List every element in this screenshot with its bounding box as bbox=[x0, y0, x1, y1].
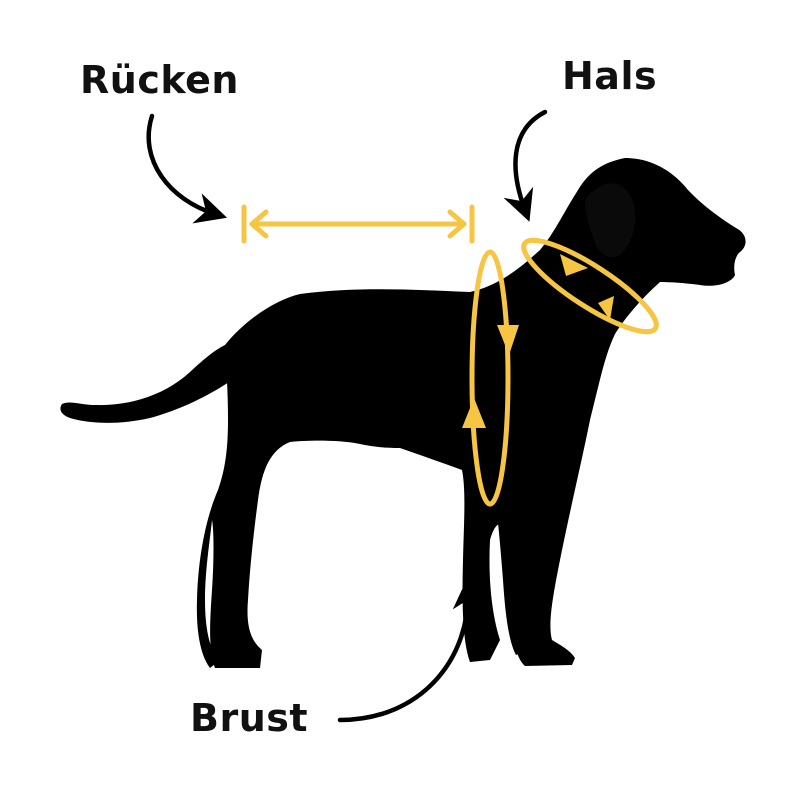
chest-label: Brust bbox=[190, 696, 309, 740]
neck-loop-measure bbox=[521, 237, 659, 335]
back-label: Rücken bbox=[80, 58, 239, 102]
chest-loop-up-arrowhead bbox=[462, 398, 486, 428]
neck-label: Hals bbox=[562, 54, 658, 98]
back-measure-right-arrowhead bbox=[447, 209, 467, 239]
back-length-measure bbox=[241, 204, 475, 244]
back-pointer-arrow-icon bbox=[146, 113, 228, 224]
neck-loop-right-arrowhead bbox=[560, 254, 588, 276]
chest-loop-measure bbox=[462, 249, 519, 507]
neck-loop-left-arrowhead bbox=[598, 296, 614, 320]
back-measure-left-arrowhead bbox=[249, 209, 269, 239]
dog-silhouette-icon bbox=[60, 158, 746, 668]
neck-loop-ring bbox=[521, 237, 659, 335]
pointer-arrows bbox=[146, 109, 548, 723]
chest-pointer-arrow-icon bbox=[337, 577, 485, 723]
chest-loop-down-arrowhead bbox=[497, 325, 519, 355]
chest-loop-ring bbox=[469, 249, 511, 507]
neck-pointer-arrow-icon bbox=[503, 109, 548, 222]
